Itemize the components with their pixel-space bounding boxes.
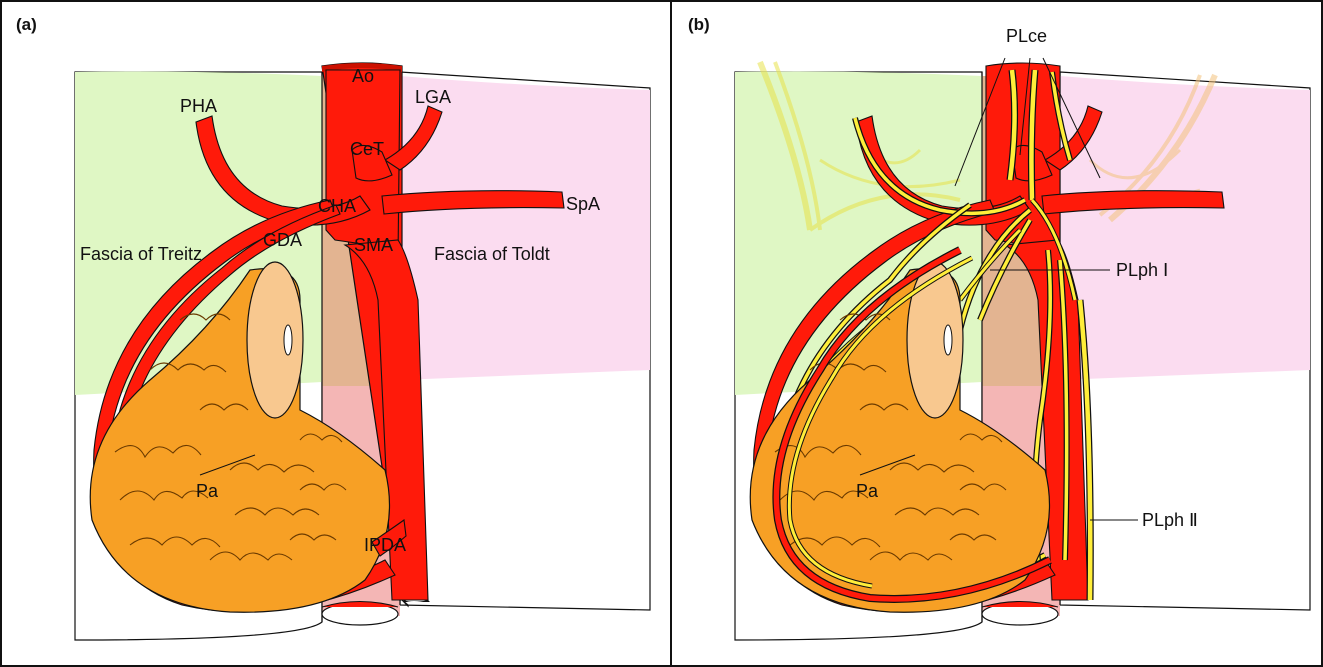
label-spa: SpA: [566, 194, 600, 214]
label-pa: Pa: [196, 481, 219, 501]
panel-a: (a): [16, 15, 650, 640]
label-pha: PHA: [180, 96, 217, 116]
label-plph1: PLph Ⅰ: [1116, 260, 1168, 280]
panel-a-label: (a): [16, 15, 37, 34]
label-fascia-treitz: Fascia of Treitz: [80, 244, 202, 264]
label-fascia-toldt: Fascia of Toldt: [434, 244, 550, 264]
label-ipda: IPDA: [364, 535, 406, 555]
label-cha: CHA: [318, 196, 356, 216]
pancreatic-duct: [284, 325, 292, 355]
label-lga: LGA: [415, 87, 451, 107]
panel-b-label: (b): [688, 15, 710, 34]
label-ao: Ao: [352, 66, 374, 86]
label-pa-b: Pa: [856, 481, 879, 501]
label-sma: SMA: [354, 235, 393, 255]
label-cet: CeT: [350, 139, 384, 159]
label-plce: PLce: [1006, 26, 1047, 46]
label-plph2: PLph Ⅱ: [1142, 510, 1198, 530]
panel-b: (b): [688, 15, 1310, 640]
label-gda: GDA: [263, 230, 302, 250]
pancreas-cut-surface: [247, 262, 303, 418]
